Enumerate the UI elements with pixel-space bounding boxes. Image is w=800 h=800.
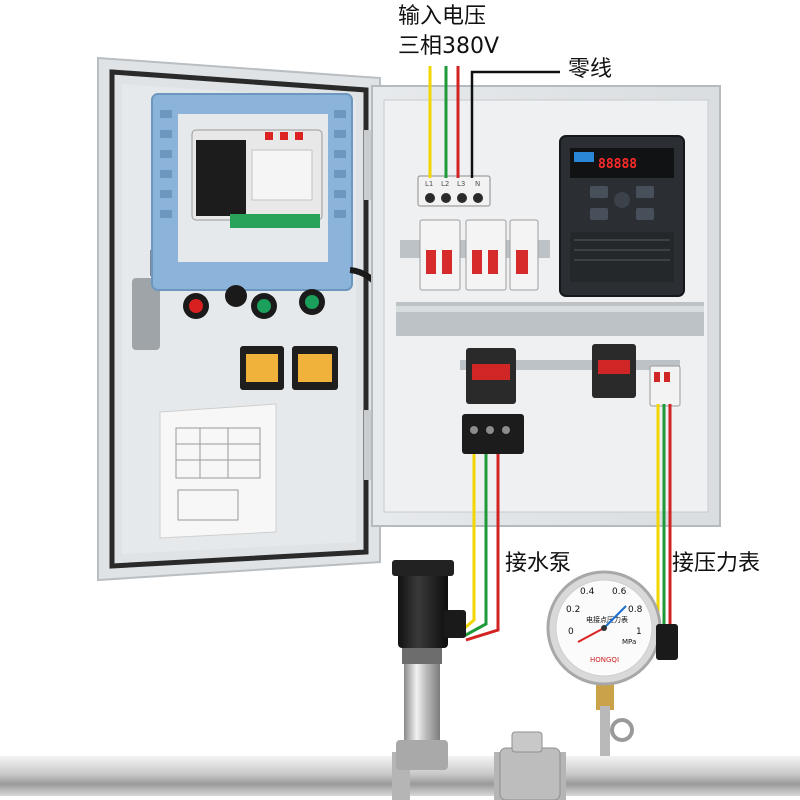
signal-terminals (649, 365, 681, 407)
circuit-breakers (419, 219, 539, 291)
gauge-brand: HONGQI (590, 656, 619, 664)
input-terminal-block: L1 L2 L3 N (417, 175, 491, 207)
vfd-display: 88888 (598, 157, 637, 172)
frequency-inverter: 88888 (559, 135, 685, 297)
door-latch[interactable] (132, 278, 160, 350)
input-voltage-label-line2: 三相380V (398, 34, 500, 59)
input-voltage-label-line1: 输入电压 (398, 4, 487, 29)
gauge-tick-0-8: 0.8 (628, 605, 643, 615)
neutral-label: 零线 (568, 57, 613, 82)
input-wires (428, 66, 560, 178)
svg-text:N: N (475, 180, 480, 188)
pump-connection-label: 接水泵 (505, 551, 572, 576)
controller-module (191, 129, 323, 228)
gauge-tick-0-4: 0.4 (580, 587, 595, 597)
gauge-tick-0-2: 0.2 (566, 605, 580, 615)
check-valve (499, 731, 561, 800)
svg-text:L2: L2 (441, 180, 449, 188)
contactors (466, 344, 636, 404)
svg-text:L3: L3 (457, 180, 465, 188)
gauge-title: 电接点压力表 (586, 615, 628, 624)
gauge-tick-0: 0 (568, 627, 574, 637)
gauge-wires (656, 404, 672, 632)
svg-text:L1: L1 (425, 180, 433, 188)
indicator-lamps (183, 285, 325, 319)
water-pump (392, 560, 466, 770)
gauge-connection-label: 接压力表 (672, 551, 761, 576)
wiring-diagram-sheet (159, 403, 277, 539)
pump-junction-box (444, 610, 466, 638)
gauge-needle (577, 627, 605, 643)
gauge-unit: MPa (622, 638, 636, 646)
overload-relay (462, 414, 524, 454)
door-relays (240, 346, 338, 390)
gauge-tick-1: 1 (636, 627, 642, 637)
gauge-tick-0-6: 0.6 (612, 587, 627, 597)
pressure-gauge: 0 0.2 0.4 0.6 0.8 1 电接点压力表 MPa HONGQI (546, 570, 678, 756)
vfd-knob[interactable] (614, 192, 630, 208)
gauge-contact-box (656, 624, 678, 660)
